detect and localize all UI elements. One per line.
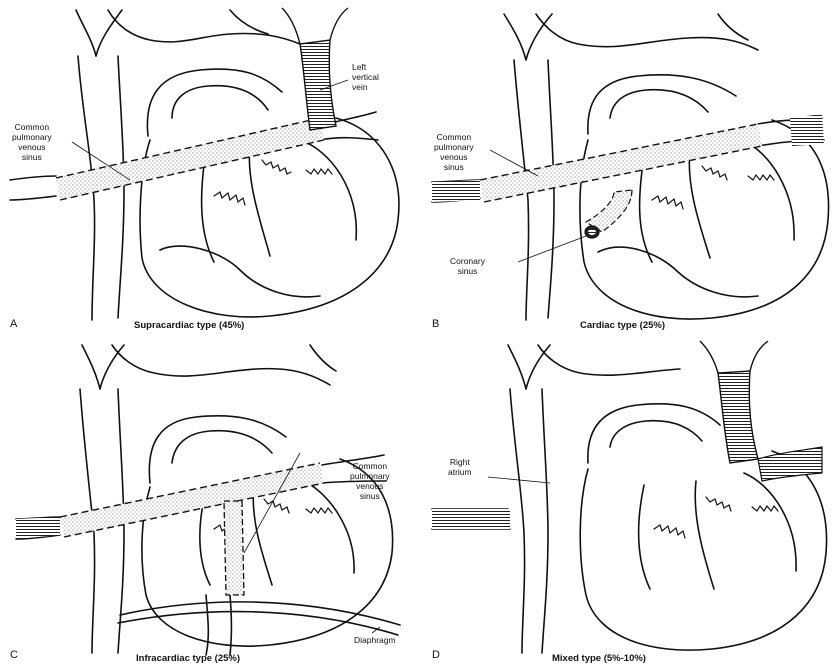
label-common-pulmonary-venous-sinus: Common pulmonary venous sinus [350,461,390,501]
cardiac-heart-illustration [418,0,835,332]
supracardiac-heart-illustration [0,0,417,332]
panel-letter: D [432,649,440,661]
panel-b-cardiac: Common pulmonary venous sinus Coronary s… [418,0,835,332]
panel-caption: Supracardiac type (45%) [134,320,244,331]
label-common-pulmonary-venous-sinus: Common pulmonary venous sinus [12,122,52,162]
panel-caption: Infracardiac type (25%) [136,653,240,664]
mixed-heart-illustration [418,333,835,665]
label-common-pulmonary-venous-sinus: Common pulmonary venous sinus [434,132,474,172]
panel-a-supracardiac: Common pulmonary venous sinus Left verti… [0,0,417,332]
panel-letter: A [10,318,17,330]
panel-letter: C [10,649,18,661]
panel-c-infracardiac: Common pulmonary venous sinus Diaphragm … [0,333,417,665]
panel-letter: B [432,318,439,330]
label-left-vertical-vein: Left vertical vein [352,62,379,92]
panel-caption: Cardiac type (25%) [580,320,665,331]
label-right-atrium: Right atrium [448,457,472,477]
panel-caption: Mixed type (5%-10%) [552,653,646,664]
label-diaphragm: Diaphragm [354,635,396,645]
label-coronary-sinus: Coronary sinus [450,256,485,276]
panel-d-mixed: Right atrium D Mixed type (5%-10%) [418,333,835,665]
